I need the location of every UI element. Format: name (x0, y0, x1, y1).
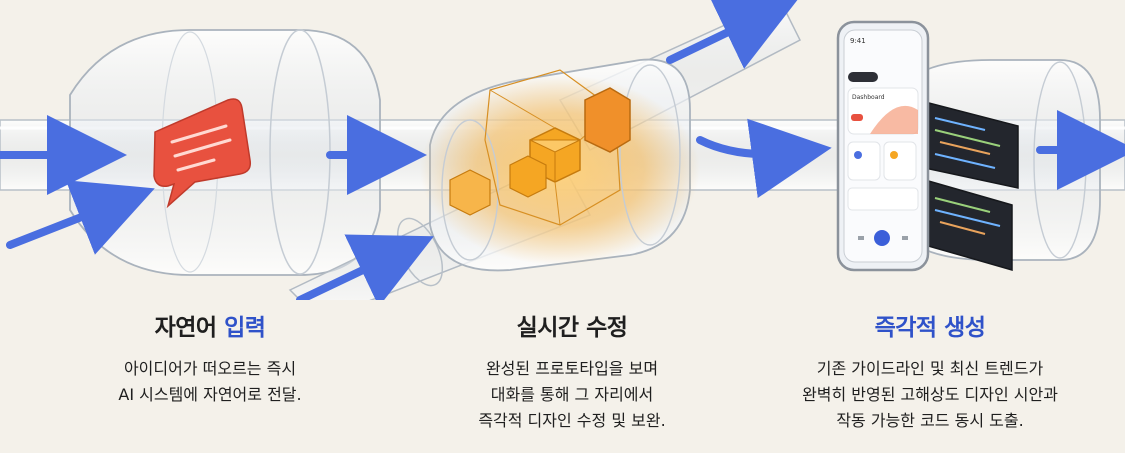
step-title: 실시간 수정 (516, 315, 628, 341)
flow-arrows (0, 0, 1125, 300)
step-instant-generation: 즉각적 생성 기존 가이드라인 및 최신 트렌드가 완벽히 반영된 고해상도 디… (760, 308, 1100, 434)
arrow-upper-diagonal (666, 0, 799, 69)
pipeline-illustration: 9:41 Dashboard (0, 0, 1125, 300)
arrow-lower-diagonal (296, 234, 434, 300)
description-line: 완성된 프로토타입을 보며 (485, 359, 659, 378)
description-line: 완벽히 반영된 고해상도 디자인 시안과 (802, 385, 1058, 404)
arrow-to-output (696, 118, 832, 198)
cube-structure-icon (449, 69, 631, 226)
description-line: 즉각적 디자인 수정 및 보완. (478, 411, 666, 430)
phone-status-time: 9:41 (850, 37, 866, 45)
step-title-main: 자연어 (154, 315, 217, 341)
step-description: 기존 가이드라인 및 최신 트렌드가 완벽히 반영된 고해상도 디자인 시안과 … (760, 356, 1100, 434)
phone-card-title: Dashboard (852, 94, 885, 101)
step-title: 즉각적 생성 (874, 315, 986, 341)
chat-bubble-icon (153, 98, 252, 209)
description-line: 대화를 통해 그 자리에서 (490, 385, 654, 404)
step-title-accent: 입력 (224, 315, 266, 341)
description-line: 아이디어가 떠오르는 즉시 (123, 359, 297, 378)
description-line: 기존 가이드라인 및 최신 트렌드가 (816, 359, 1044, 378)
description-line: AI 시스템에 자연어로 전달. (118, 385, 302, 404)
step-description: 아이디어가 떠오르는 즉시 AI 시스템에 자연어로 전달. (60, 356, 360, 408)
step-realtime-edit: 실시간 수정 완성된 프로토타입을 보며 대화를 통해 그 자리에서 즉각적 디… (412, 308, 732, 434)
step-title: 자연어 입력 (60, 308, 360, 342)
step-natural-language-input: 자연어 입력 아이디어가 떠오르는 즉시 AI 시스템에 자연어로 전달. (60, 308, 360, 408)
arrow-diagonal-in (6, 180, 155, 255)
smartphone-mockup: 9:41 Dashboard (836, 20, 930, 272)
step-description: 완성된 프로토타입을 보며 대화를 통해 그 자리에서 즉각적 디자인 수정 및… (412, 356, 732, 434)
description-line: 작동 가능한 코드 동시 도출. (836, 411, 1024, 430)
code-panel-top (924, 101, 1019, 189)
